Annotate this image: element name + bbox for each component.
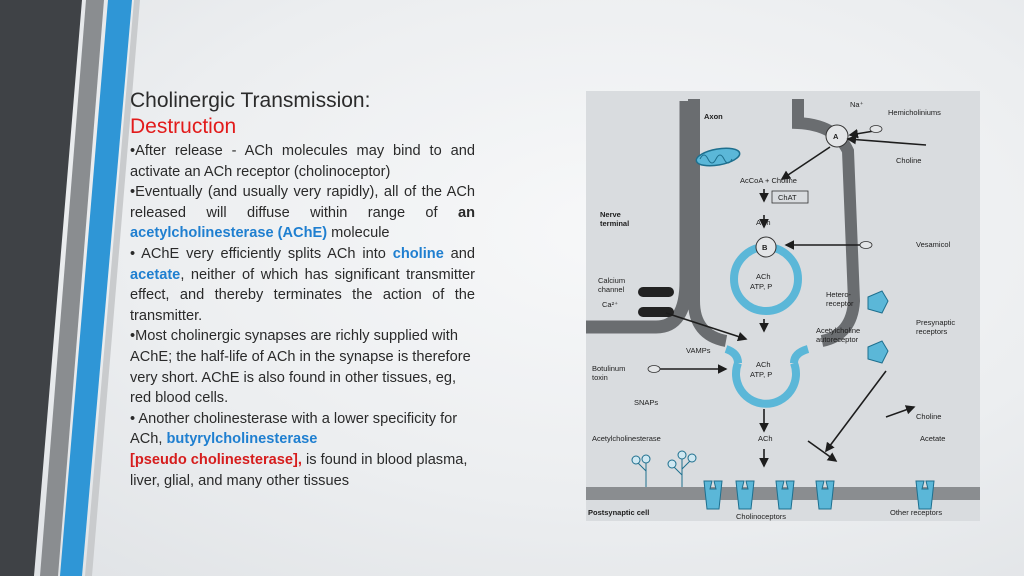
axon-membrane xyxy=(586,101,693,334)
diagram-svg: A B xyxy=(586,99,980,521)
label-na: Na⁺ xyxy=(850,100,864,109)
label-nerve: Nerve xyxy=(600,210,621,219)
label-calcium: Calcium xyxy=(598,276,625,285)
bullet-split-and: and xyxy=(443,245,476,262)
label-vamps: VAMPs xyxy=(686,346,711,355)
term-pseudo-cholinesterase: [pseudo cholinesterase], xyxy=(130,451,302,468)
bullet-halflife-text: •Most cholinergic synapses are richly su… xyxy=(130,328,471,407)
slide-subtitle: Destruction xyxy=(130,115,237,138)
label-postsynaptic: Postsynaptic cell xyxy=(588,508,649,517)
inhibitor-markers xyxy=(647,125,883,373)
flow-arrows xyxy=(656,128,927,468)
bullet-diffuse-an: an xyxy=(457,204,475,221)
bullet-diffuse-end: molecule xyxy=(327,225,390,242)
bullet-release-text: •After release - ACh molecules may bind … xyxy=(130,143,475,180)
label-ach-atp-1b: ATP, P xyxy=(750,282,772,291)
cholinergic-synapse-diagram: A B xyxy=(586,91,980,521)
slide-title: Cholinergic Transmission: xyxy=(130,89,371,112)
bullet-butyryl: • Another cholinesterase with a lower sp… xyxy=(130,409,475,491)
label-toxin: toxin xyxy=(592,373,608,382)
label-terminal: terminal xyxy=(600,219,629,228)
label-vesamicol: Vesamicol xyxy=(916,240,951,249)
term-acetate: acetate xyxy=(130,266,181,283)
label-choline-bottom: Choline xyxy=(916,412,941,421)
bullet-diffuse-text: •Eventually (and usually very rapidly), … xyxy=(130,184,475,221)
transporter-b xyxy=(755,236,777,258)
label-hetero: Hetero- xyxy=(826,290,852,299)
label-acetylcholine: Acetylcholine xyxy=(816,326,860,335)
other-receptor xyxy=(915,480,935,510)
label-ach-1: ACh xyxy=(756,218,771,227)
bullet-split: • AChE very efficiently splits ACh into … xyxy=(130,244,475,326)
mitochondrion xyxy=(695,147,741,167)
label-chat: ChAT xyxy=(778,193,797,202)
label-accoa: AcCoA + Choline xyxy=(740,176,797,185)
label-axon: Axon xyxy=(704,112,723,121)
term-choline: choline xyxy=(392,245,444,262)
label-receptors: receptors xyxy=(916,327,948,336)
axon-wall-left xyxy=(688,99,728,347)
bullet-split-end: , neither of which has significant trans… xyxy=(130,266,475,324)
label-presynaptic: Presynaptic xyxy=(916,318,955,327)
bullet-split-text: • AChE very efficiently splits ACh into xyxy=(130,245,393,262)
bullet-diffuse: •Eventually (and usually very rapidly), … xyxy=(130,182,475,244)
acetylcholine-autoreceptor xyxy=(867,340,889,364)
label-botulinum: Botulinum xyxy=(592,364,625,373)
bullet-butyryl-end: is found in blood plasma, liver, glial, … xyxy=(130,451,468,489)
chat-box xyxy=(771,190,809,204)
term-ache: acetylcholinesterase (AChE) xyxy=(130,225,328,242)
text-column: Cholinergic Transmission: Destruction •A… xyxy=(130,87,475,491)
label-hemicholiniums: Hemicholiniums xyxy=(888,108,941,117)
label-channel: channel xyxy=(598,285,625,294)
heteroreceptor xyxy=(867,290,889,314)
term-butyrylcholinesterase: butyrylcholinesterase xyxy=(166,431,318,448)
label-ach-atp-2a: ACh xyxy=(756,360,771,369)
transporter-a-label: A xyxy=(833,132,839,141)
acetylcholinesterase-enzymes xyxy=(631,450,697,487)
vesicle-fusing xyxy=(724,345,810,408)
label-snaps: SNAPs xyxy=(634,398,658,407)
label-ach-atp-2b: ATP, P xyxy=(750,370,772,379)
calcium-channel xyxy=(638,287,674,317)
label-autoreceptor: autoreceptor xyxy=(816,335,859,344)
bullet-butyryl-text: • Another cholinesterase with a lower sp… xyxy=(130,410,458,448)
label-choline-top: Choline xyxy=(896,156,921,165)
cholinoceptors xyxy=(703,480,835,510)
label-cholinoceptors: Cholinoceptors xyxy=(736,512,786,521)
label-ach-2: ACh xyxy=(758,434,773,443)
label-acetate: Acetate xyxy=(920,434,945,443)
terminal-wall-right xyxy=(792,117,861,347)
label-other-receptors: Other receptors xyxy=(890,508,942,517)
transporter-b-label: B xyxy=(762,243,768,252)
bullet-halflife: •Most cholinergic synapses are richly su… xyxy=(130,326,475,408)
label-ca: Ca²⁺ xyxy=(602,300,618,309)
label-ach-atp-1a: ACh xyxy=(756,272,771,281)
label-receptor: receptor xyxy=(826,299,854,308)
bullet-release: •After release - ACh molecules may bind … xyxy=(130,141,475,182)
label-acetylcholinesterase: Acetylcholinesterase xyxy=(592,434,661,443)
